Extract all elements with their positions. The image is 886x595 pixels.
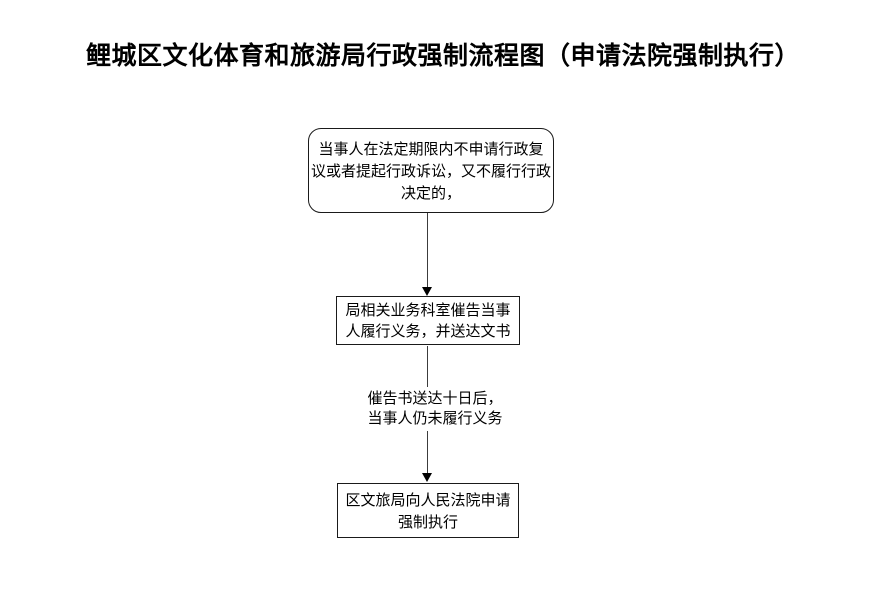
node-text-line: 议或者提起行政诉讼，又不履行行政: [310, 161, 551, 180]
connector-line: [427, 346, 428, 387]
node-text-line: 人履行义务，并送达文书: [345, 321, 511, 340]
node-text-line: 强制执行: [397, 512, 458, 531]
edge-label: 催告书送达十日后， 当事人仍未履行义务: [340, 388, 530, 428]
node-text-line: 区文旅局向人民法院申请: [345, 490, 511, 509]
edge-label-line: 催告书送达十日后，: [367, 389, 503, 407]
flow-node-notify: 局相关业务科室催告当事 人履行义务，并送达文书: [336, 296, 520, 345]
flow-node-condition: 当事人在法定期限内不申请行政复 议或者提起行政诉讼，又不履行行政 决定的，: [308, 128, 554, 213]
node-text-line: 决定的，: [400, 183, 461, 202]
flow-node-apply-enforcement: 区文旅局向人民法院申请 强制执行: [337, 483, 519, 538]
connector-line: [427, 431, 428, 473]
arrow-down-icon: [422, 473, 432, 482]
node-text-line: 当事人在法定期限内不申请行政复: [318, 139, 544, 158]
arrow-down-icon: [422, 287, 432, 296]
node-text-line: 局相关业务科室催告当事: [345, 300, 511, 319]
connector-line: [427, 213, 428, 288]
edge-label-line: 当事人仍未履行义务: [367, 409, 503, 427]
page-title: 鲤城区文化体育和旅游局行政强制流程图（申请法院强制执行）: [85, 41, 800, 70]
